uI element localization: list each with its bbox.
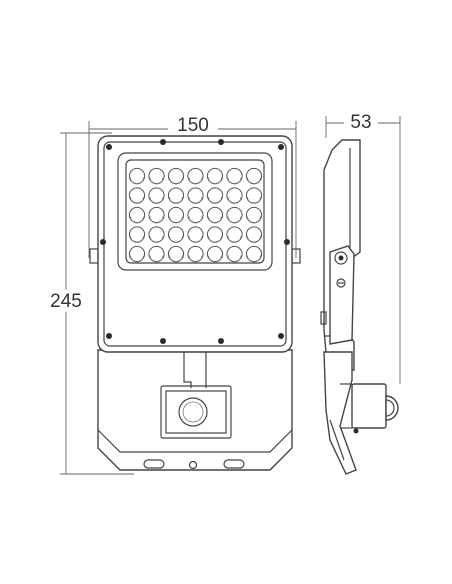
led-shading: [227, 235, 242, 243]
led-shading: [149, 216, 164, 224]
led-shading: [227, 255, 242, 263]
led-shading: [227, 196, 242, 204]
screw: [278, 333, 284, 339]
front-view: [89, 135, 301, 471]
width-dimension: 150: [88, 115, 297, 258]
led-shading: [130, 196, 144, 204]
bracket-pivot: [334, 251, 348, 265]
side-sensor-box: [351, 383, 387, 429]
led-shading: [227, 177, 242, 185]
screw: [284, 239, 290, 245]
lamp-head-outer: [97, 135, 293, 353]
side-tab: [320, 311, 327, 325]
led-grid: [128, 167, 263, 263]
led-shading: [149, 255, 164, 263]
sensor-box-outer: [160, 385, 232, 439]
side-sensor-dome: [385, 395, 399, 421]
led-shading: [130, 177, 144, 185]
screw: [100, 239, 106, 245]
head-screws: [100, 139, 290, 344]
led-shading: [247, 216, 261, 224]
sensor-lens: [178, 397, 208, 427]
width-label: 150: [177, 115, 209, 136]
led-shading: [188, 216, 203, 224]
led-shading: [208, 235, 222, 243]
led-module-outer: [117, 152, 273, 271]
side-lower-body: [323, 351, 357, 475]
side-bracket: [329, 245, 355, 345]
screw: [218, 338, 224, 344]
led-shading: [188, 177, 203, 185]
screw: [218, 139, 224, 145]
led-shading: [169, 216, 183, 224]
led-shading: [208, 177, 222, 185]
led-shading: [149, 235, 164, 243]
led-shading: [247, 235, 261, 243]
bottom-screw-hole: [188, 460, 198, 470]
sensor-stem: [183, 352, 207, 388]
side-view: [320, 139, 399, 475]
screw: [160, 139, 166, 145]
depth-dimension: 53: [325, 112, 401, 384]
height-label: 245: [50, 291, 82, 312]
led-shading: [130, 255, 144, 263]
depth-label: 53: [350, 112, 371, 133]
screw: [106, 333, 112, 339]
screw: [106, 144, 112, 150]
lower-housing: [97, 349, 293, 471]
bottom-slot-right: [223, 459, 245, 469]
led-shading: [227, 216, 242, 224]
led-shading: [247, 196, 261, 204]
led-shading: [169, 235, 183, 243]
led-shading: [149, 177, 164, 185]
screw: [160, 338, 166, 344]
led-shading: [130, 235, 144, 243]
led-shading: [247, 255, 261, 263]
screw: [278, 144, 284, 150]
led-shading: [247, 177, 261, 185]
bottom-slot-left: [143, 459, 165, 469]
led-shading: [169, 196, 183, 204]
led-shading: [169, 177, 183, 185]
led-shading: [188, 235, 203, 243]
bracket-ear-left: [89, 248, 99, 264]
led-shading: [188, 255, 203, 263]
led-shading: [169, 255, 183, 263]
led-shading: [130, 216, 144, 224]
bracket-pivot-center: [338, 255, 344, 261]
led-shading: [149, 196, 164, 204]
led-shading: [208, 196, 222, 204]
sensor-box-inner: [165, 390, 227, 434]
led-shading: [188, 196, 203, 204]
bracket-lock: [336, 278, 346, 288]
led-shading: [208, 216, 222, 224]
height-dimension: 245: [50, 132, 134, 475]
led-shading: [208, 255, 222, 263]
screw: [353, 428, 359, 434]
led-module-inner: [125, 159, 265, 264]
